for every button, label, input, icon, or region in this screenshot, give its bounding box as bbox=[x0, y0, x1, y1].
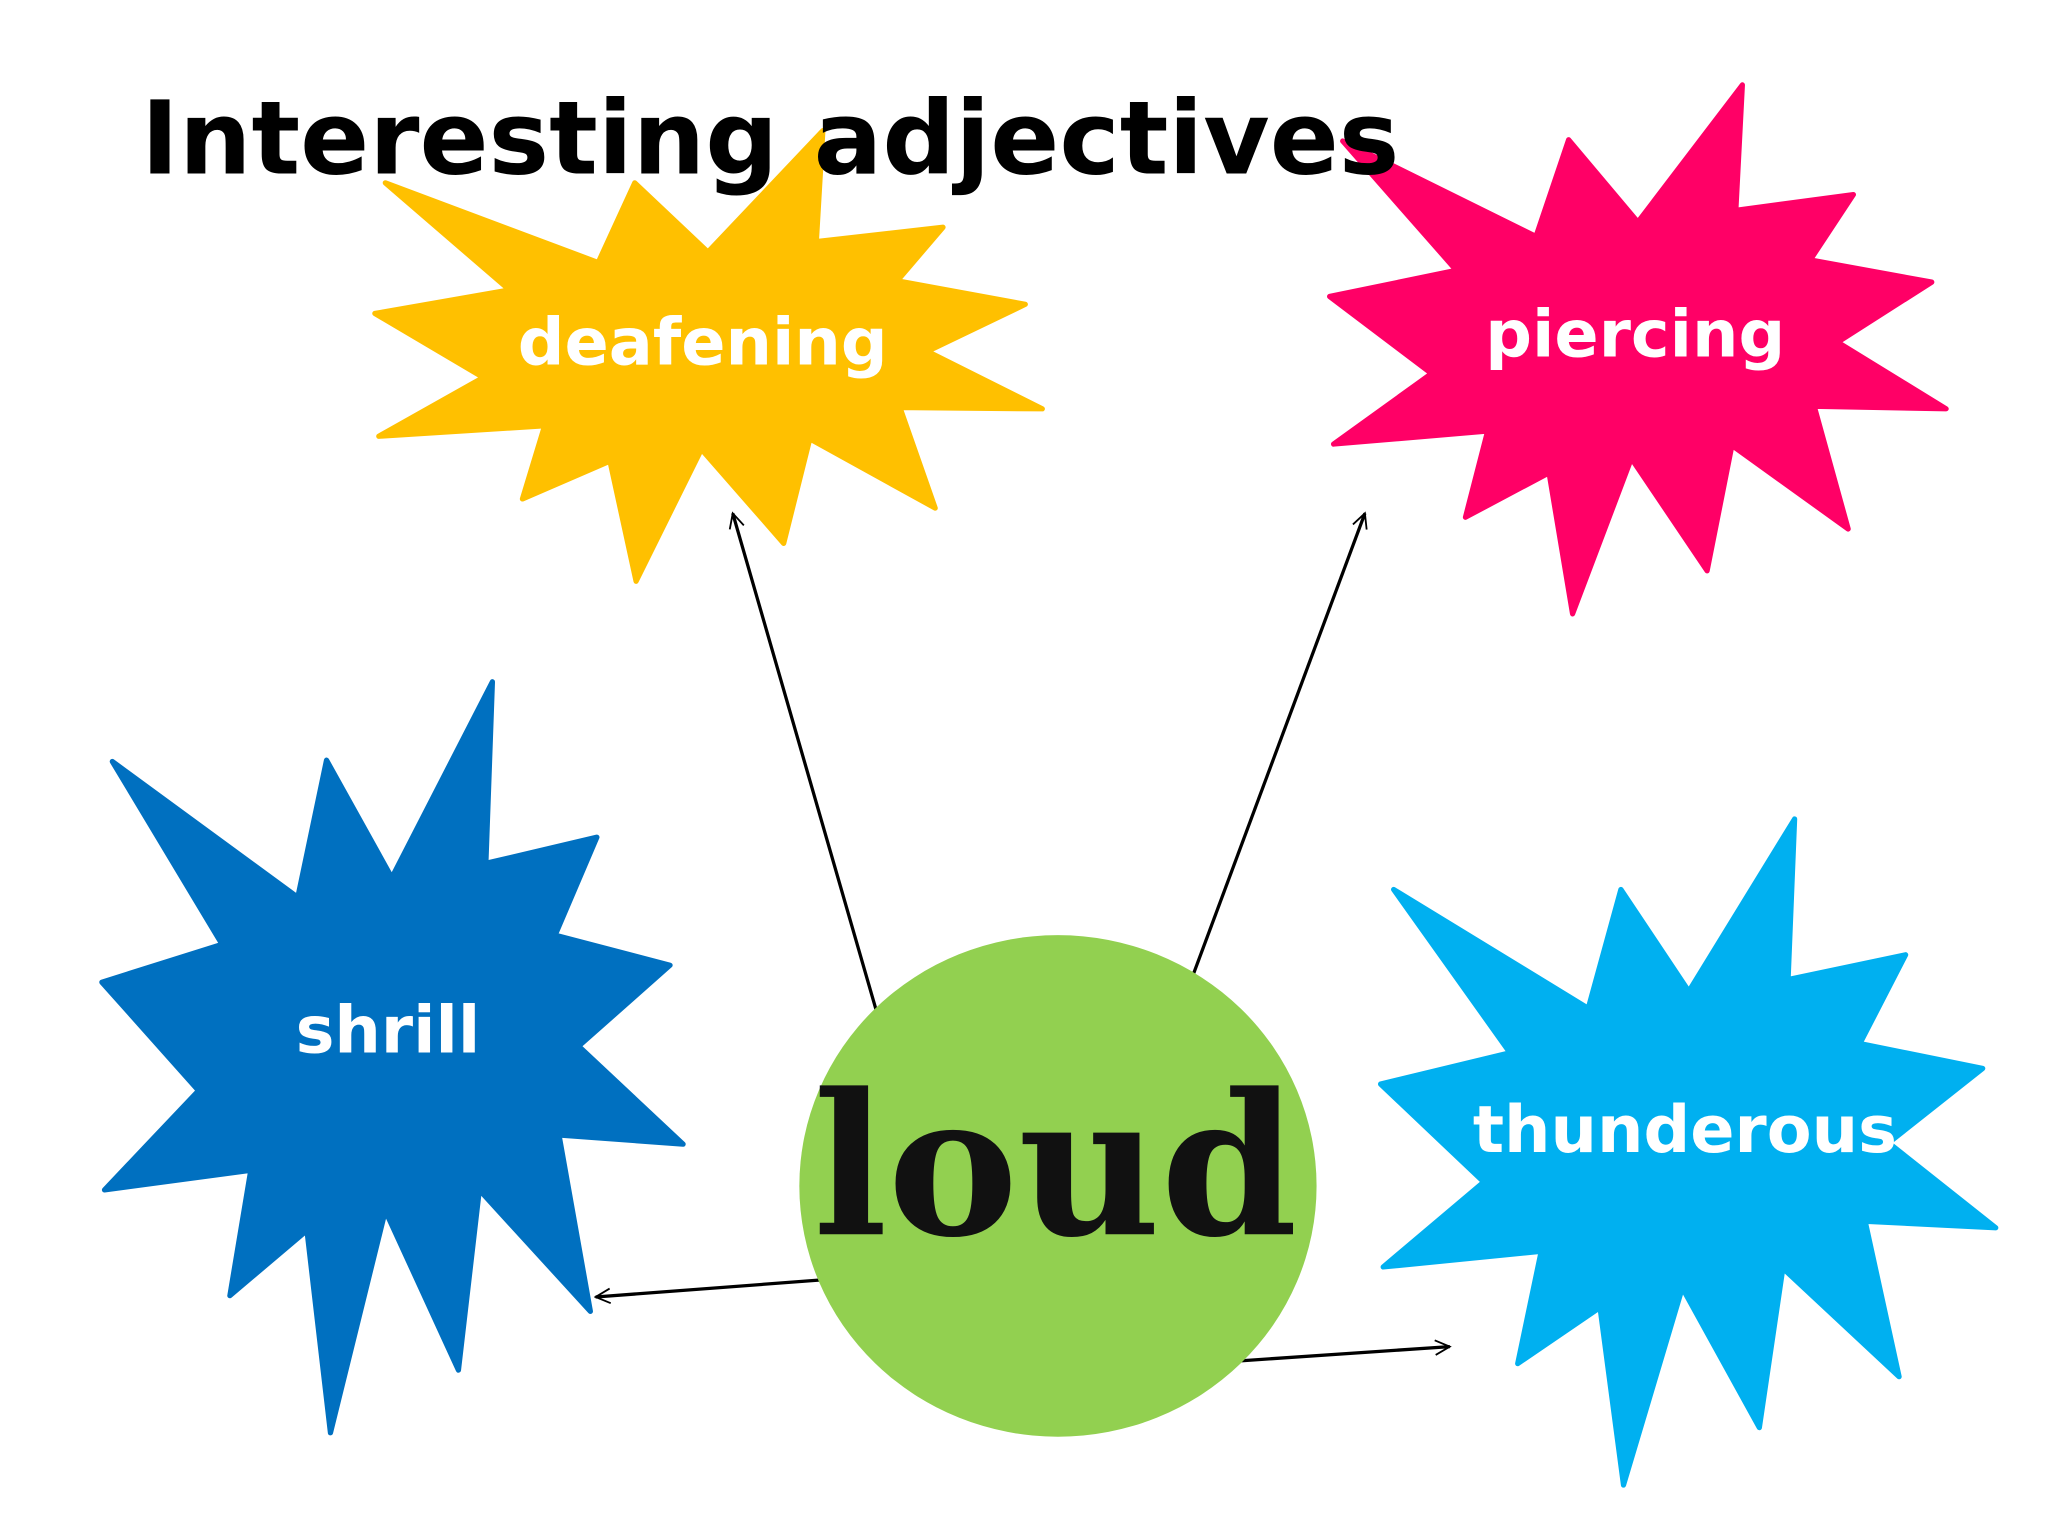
label-deafening: deafening bbox=[518, 304, 888, 380]
arrow-to-thunderous bbox=[1238, 1347, 1450, 1363]
page-title: Interesting adjectives bbox=[141, 80, 1399, 199]
burst-thunderous bbox=[1377, 816, 1999, 1488]
label-piercing: piercing bbox=[1485, 297, 1785, 373]
burst-piercing bbox=[1327, 82, 1949, 617]
center-word: loud bbox=[813, 1051, 1298, 1281]
burst-shrill bbox=[99, 679, 686, 1436]
burst-deafening bbox=[372, 128, 1045, 584]
arrow-to-piercing bbox=[1192, 513, 1365, 974]
arrow-to-deafening bbox=[733, 513, 878, 1012]
center-circle bbox=[799, 935, 1317, 1437]
label-shrill: shrill bbox=[296, 993, 481, 1069]
label-thunderous: thunderous bbox=[1473, 1092, 1897, 1168]
arrow-to-shrill bbox=[596, 1278, 821, 1297]
